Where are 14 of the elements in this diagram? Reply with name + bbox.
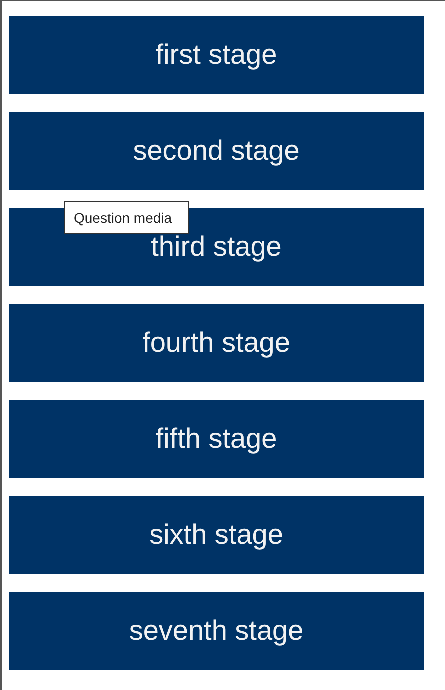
stage-box: [9, 112, 424, 190]
stage-label: first stage: [156, 39, 278, 71]
stage-label: sixth stage: [150, 519, 284, 551]
stage-box: [9, 496, 424, 574]
stage-box: [9, 304, 424, 382]
stage-box: [9, 592, 424, 670]
stage-label: second stage: [133, 135, 300, 167]
stage-label: fourth stage: [142, 327, 290, 359]
tooltip: Question media: [64, 201, 189, 234]
stage-box: [9, 16, 424, 94]
stage-label: seventh stage: [129, 615, 304, 647]
stage-box: [9, 400, 424, 478]
stage-label: third stage: [151, 231, 282, 263]
stage-label: fifth stage: [156, 423, 278, 455]
